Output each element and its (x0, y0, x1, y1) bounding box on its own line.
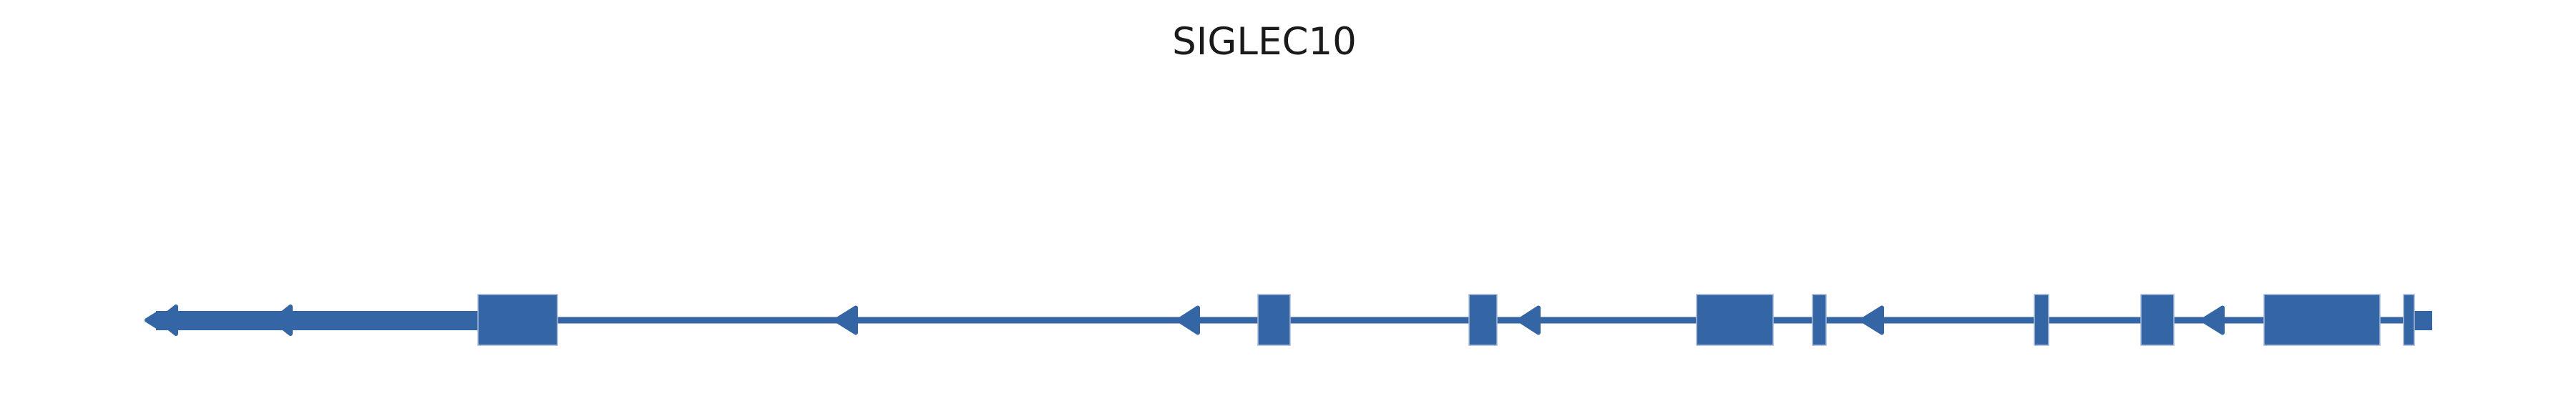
strand-arrow-icon (1176, 305, 1200, 335)
strand-arrow-icon (1860, 305, 1884, 335)
strand-arrow-icon (2200, 305, 2225, 335)
exon-box (1696, 294, 1774, 346)
exon-box (1257, 294, 1291, 346)
exon-box (477, 294, 558, 346)
exon-box (1812, 294, 1827, 346)
utr-bar (156, 311, 478, 330)
figure-title: SIGLEC10 (1172, 20, 1357, 64)
utr-bar (2414, 311, 2432, 330)
exon-box (2263, 294, 2381, 346)
strand-arrow-icon (834, 305, 858, 335)
exon-box (1468, 294, 1498, 346)
exon-box (2034, 294, 2049, 346)
exon-box (2403, 294, 2415, 346)
exon-box (2140, 294, 2175, 346)
strand-arrow-icon (1517, 305, 1541, 335)
